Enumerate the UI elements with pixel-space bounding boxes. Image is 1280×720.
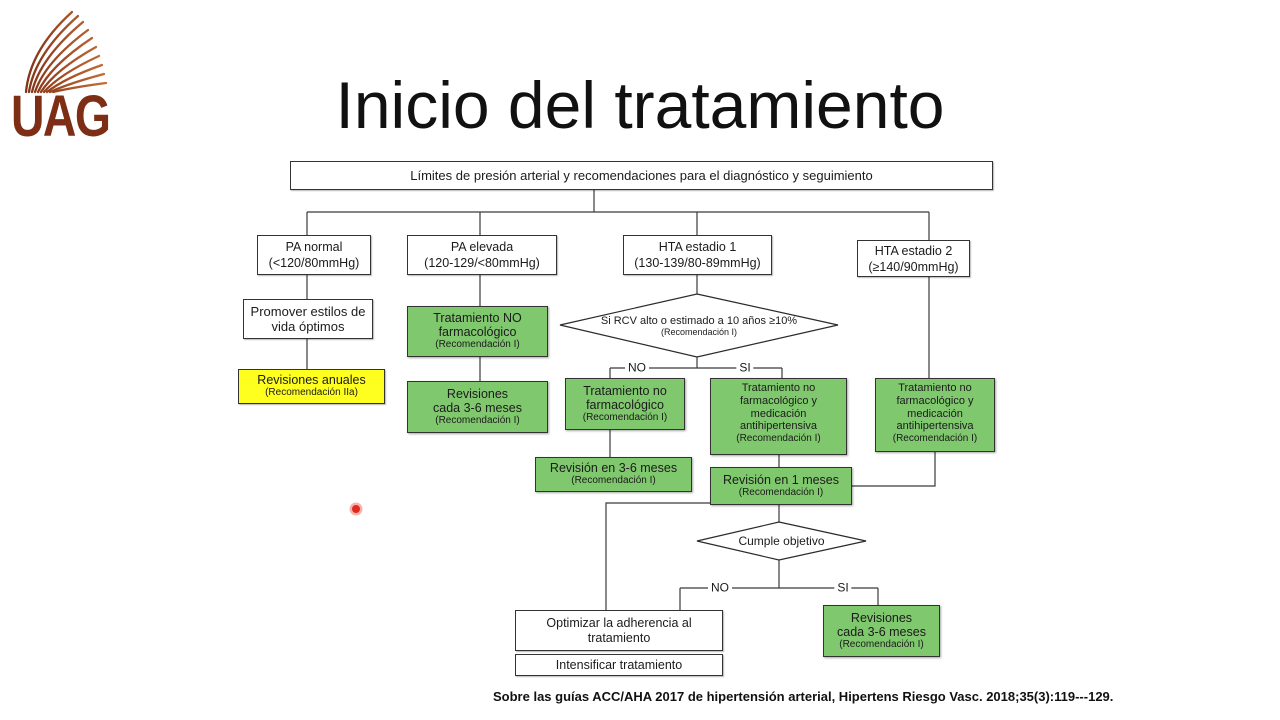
intensify-treatment-box: Intensificar tratamiento: [515, 654, 723, 676]
box-line: vida óptimos: [271, 319, 345, 334]
hta1-high-risk-treatment-box: Tratamiento no farmacológico y medicació…: [710, 378, 847, 455]
edge-label-si: SI: [834, 581, 852, 595]
logo-fan-strokes: [24, 10, 108, 94]
box-line: Tratamiento no: [583, 383, 667, 398]
box-line: Revisión en 3-6 meses: [549, 461, 678, 476]
category-name: PA elevada: [450, 240, 514, 254]
uag-logo: UAG: [0, 0, 125, 146]
recommendation-label: (Recomendación I): [738, 486, 824, 498]
box-line: cada 3-6 meses: [433, 400, 522, 415]
recommendation-label: (Recomendación I): [736, 433, 821, 445]
root-label: Límites de presión arterial y recomendac…: [410, 167, 873, 183]
category-range: (<120/80mmHg): [268, 256, 360, 270]
box-line: tratamiento: [587, 630, 651, 645]
slide-title: Inicio del tratamiento: [335, 68, 945, 142]
root-box: Límites de presión arterial y recomendac…: [290, 161, 993, 190]
recommendation-label: (Recomendación I): [571, 475, 656, 487]
recommendation-label: (Recomendación I): [839, 638, 924, 650]
recommendation-label: (Recomendación I): [892, 433, 978, 445]
optimize-adherence-box: Optimizar la adherencia al tratamiento: [515, 610, 723, 651]
hta1-low-risk-treatment-box: Tratamiento no farmacológico (Recomendac…: [565, 378, 685, 430]
recommendation-label: (Recomendación I): [435, 339, 520, 351]
box-line: Tratamiento NO: [433, 311, 522, 326]
decision-question: Si RCV alto o estimado a 10 años ≥10%: [600, 314, 798, 327]
goal-met-review-box: Revisiones cada 3-6 meses (Recomendación…: [823, 605, 940, 657]
box-line: farmacológico: [438, 325, 517, 340]
goal-decision-text: Cumple objetivo: [697, 533, 866, 549]
box-line: cada 3-6 meses: [837, 624, 926, 639]
monthly-review-box: Revisión en 1 meses (Recomendación I): [710, 467, 852, 505]
logo-emblem-icon: [24, 10, 108, 94]
box-line: farmacológico y: [896, 394, 974, 407]
category-range: (120-129/<80mmHg): [424, 256, 540, 270]
box-line: medicación: [750, 407, 807, 420]
recommendation-label: (Recomendación I): [435, 414, 520, 426]
category-range: (≥140/90mmHg): [868, 259, 959, 274]
box-line: Tratamiento no: [898, 382, 972, 394]
box-line: antihipertensiva: [896, 420, 974, 433]
box-line: Revisión en 1 meses: [722, 472, 840, 487]
box-line: antihipertensiva: [739, 420, 818, 433]
edge-label-no: NO: [625, 361, 649, 375]
box-line: Promover estilos de: [250, 304, 366, 319]
elevada-review-box: Revisiones cada 3-6 meses (Recomendación…: [407, 381, 548, 433]
category-hta-estadio-2: HTA estadio 2 (≥140/90mmHg): [857, 240, 970, 277]
category-name: HTA estadio 1: [658, 240, 737, 254]
edge-label-si: SI: [736, 361, 754, 375]
category-pa-elevada: PA elevada (120-129/<80mmHg): [407, 235, 557, 275]
category-pa-normal: PA normal (<120/80mmHg): [257, 235, 371, 275]
pointer-core: [352, 505, 360, 513]
decision-question: Cumple objetivo: [738, 534, 825, 548]
laser-pointer-dot: [349, 502, 363, 516]
hta1-low-risk-review-box: Revisión en 3-6 meses (Recomendación I): [535, 457, 692, 492]
recommendation-label: (Recomendación I): [660, 326, 738, 337]
box-line: farmacológico y: [739, 394, 818, 407]
decision-diamond-risk: [559, 293, 839, 358]
category-name: PA normal: [285, 240, 343, 254]
box-line: Revisiones anuales: [257, 373, 366, 388]
edge-label-no: NO: [708, 581, 732, 595]
category-hta-estadio-1: HTA estadio 1 (130-139/80-89mmHg): [623, 235, 772, 275]
annual-review-box: Revisiones anuales (Recomendación IIa): [238, 369, 385, 404]
box-line: Intensificar tratamiento: [555, 658, 683, 672]
connector: [605, 502, 710, 610]
category-range: (130-139/80-89mmHg): [634, 256, 761, 270]
hta2-treatment-box: Tratamiento no farmacológico y medicació…: [875, 378, 995, 452]
box-line: Optimizar la adherencia al: [546, 615, 692, 630]
logo-wordmark: UAG: [11, 84, 111, 149]
box-line: Tratamiento no: [741, 382, 816, 394]
elevada-treatment-box: Tratamiento NO farmacológico (Recomendac…: [407, 306, 548, 357]
box-line: Revisiones: [446, 386, 509, 401]
category-name: HTA estadio 2: [874, 243, 953, 258]
box-line: medicación: [907, 407, 963, 420]
connector: [852, 452, 936, 487]
decision-diamond-goal: [696, 521, 867, 561]
recommendation-label: (Recomendación I): [582, 411, 668, 423]
citation: Sobre las guías ACC/AHA 2017 de hiperten…: [493, 689, 1114, 704]
box-line: Revisiones: [850, 610, 913, 625]
box-line: farmacológico: [586, 397, 664, 412]
lifestyle-box: Promover estilos de vida óptimos: [243, 299, 373, 339]
risk-decision-text: Si RCV alto o estimado a 10 años ≥10% (R…: [560, 314, 838, 338]
recommendation-label: (Recomendación IIa): [265, 387, 358, 399]
